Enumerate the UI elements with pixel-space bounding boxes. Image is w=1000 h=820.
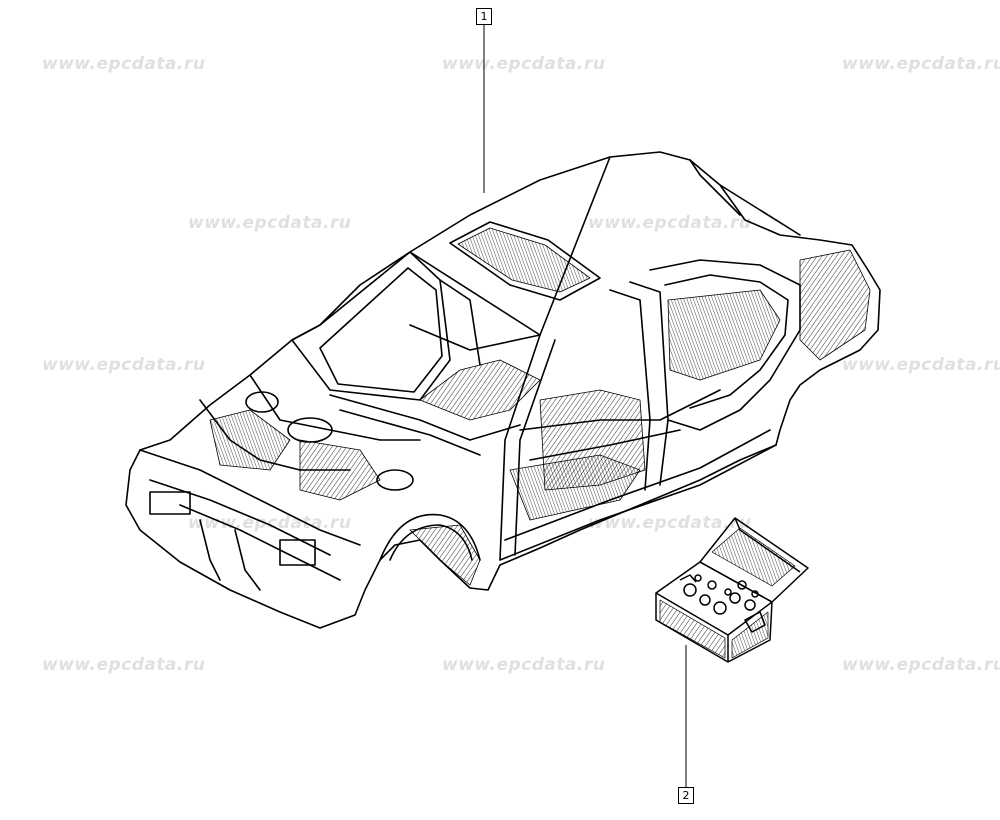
callout-2[interactable]: 2: [678, 787, 694, 804]
watermark: www.epcdata.ru: [42, 655, 206, 675]
watermark: www.epcdata.ru: [842, 54, 1000, 74]
car-body-shell: [125, 151, 881, 629]
watermark: www.epcdata.ru: [442, 54, 606, 74]
watermark: www.epcdata.ru: [188, 213, 352, 233]
watermark: www.epcdata.ru: [188, 513, 352, 533]
watermark: www.epcdata.ru: [588, 513, 752, 533]
watermark: www.epcdata.ru: [842, 355, 1000, 375]
watermark: www.epcdata.ru: [442, 655, 606, 675]
watermark: www.epcdata.ru: [42, 54, 206, 74]
watermark: www.epcdata.ru: [42, 355, 206, 375]
parts-kit-box: [655, 517, 809, 663]
watermark: www.epcdata.ru: [842, 655, 1000, 675]
callout-1[interactable]: 1: [476, 8, 492, 25]
watermark: www.epcdata.ru: [588, 213, 752, 233]
